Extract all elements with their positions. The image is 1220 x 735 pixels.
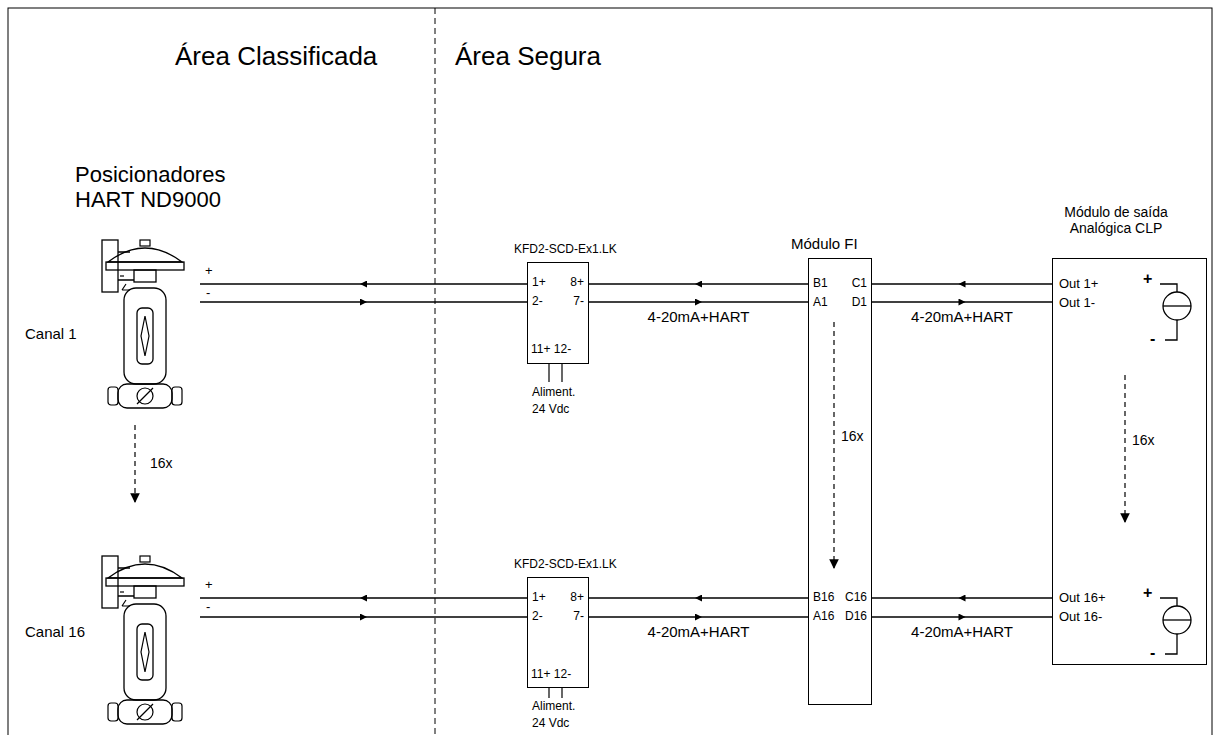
pin-label: 1+ [532,591,546,605]
polarity-sign: - [206,600,210,614]
pin-label: 11+ 12- [531,343,571,357]
pin-label: D16 [845,610,867,624]
signal-wire [872,283,1052,284]
pin-label: 7- [573,295,584,309]
positioner: Canal 16 [20,546,200,726]
pin-label: 8+ [570,591,584,605]
repeat-count: 16x [1132,432,1155,448]
repeat-arrow [833,322,834,568]
pin-label: 2- [532,295,543,309]
plc-output-module: Módulo de saída Analógica CLPOut 1+Out 1… [1052,258,1207,665]
area-title: Área Segura [455,42,601,72]
repeat-count: 16x [841,428,864,444]
supply-label: 24 Vdc [532,717,569,731]
polarity-sign: - [206,286,210,300]
fi-module: Módulo FIB1A1C1D1B16A16C16D16 [808,258,872,705]
isolator-box: KFD2-SCD-Ex1.LK1+2-8+7-11+ 12- [527,577,589,688]
pin-label: A1 [813,296,828,310]
pin-label: D1 [852,296,867,310]
polarity-sign: - [1150,330,1155,348]
device-group-title: Posicionadores HART ND9000 [75,162,265,213]
module-title: Módulo de saída Analógica CLP [1041,204,1191,236]
pin-label: 11+ 12- [531,668,571,682]
signal-wire [872,301,1052,302]
valve-positioner [102,556,184,724]
pin-label: Out 1- [1059,296,1095,311]
area-divider [435,8,436,735]
polarity-sign: + [205,578,213,593]
signal-wire [872,597,1052,598]
repeat-arrow [1124,375,1125,522]
pin-label: 1+ [532,276,546,290]
device-tag: KFD2-SCD-Ex1.LK [514,243,617,257]
pin-label: A16 [813,610,834,624]
pin-label: C1 [852,277,867,291]
signal-wire [200,597,527,598]
repeat-count: 16x [150,455,173,471]
signal-label: 4-20mA+HART [646,308,752,325]
pin-label: 8+ [570,276,584,290]
current-source-symbol [1160,284,1191,340]
supply-label: Aliment. [532,700,575,714]
module-title: Módulo FI [791,235,858,252]
positioner: Canal 1 [20,232,200,412]
polarity-sign: + [1143,270,1152,288]
signal-wire [589,301,808,302]
supply-label: 24 Vdc [532,403,569,417]
current-source-symbol [1160,598,1191,654]
pin-label: Out 16- [1059,610,1102,625]
pin-label: Out 1+ [1059,277,1098,292]
repeat-arrow [134,425,135,502]
pin-label: Out 16+ [1059,591,1106,606]
signal-wire [589,283,808,284]
signal-label: 4-20mA+HART [909,308,1015,325]
signal-label: 4-20mA+HART [909,623,1015,640]
signal-wire [200,283,527,284]
signal-wire [589,597,808,598]
signal-wire [200,301,527,302]
valve-positioner [102,240,184,408]
signal-wire [589,616,808,617]
device-tag: KFD2-SCD-Ex1.LK [514,558,617,572]
frame [8,8,1212,735]
pin-label: C16 [845,591,867,605]
pin-label: B16 [813,591,834,605]
polarity-sign: + [1143,584,1152,602]
pin-label: B1 [813,277,828,291]
polarity-sign: - [1150,644,1155,662]
polarity-sign: + [205,264,213,279]
signal-label: 4-20mA+HART [646,623,752,640]
supply-label: Aliment. [532,386,575,400]
area-title: Área Classificada [175,42,377,72]
pin-label: 7- [573,610,584,624]
signal-wire [200,616,527,617]
pin-label: 2- [532,610,543,624]
channel-label: Canal 1 [25,325,77,342]
channel-label: Canal 16 [25,623,85,640]
signal-wire [872,616,1052,617]
isolator-box: KFD2-SCD-Ex1.LK1+2-8+7-11+ 12- [527,262,589,364]
